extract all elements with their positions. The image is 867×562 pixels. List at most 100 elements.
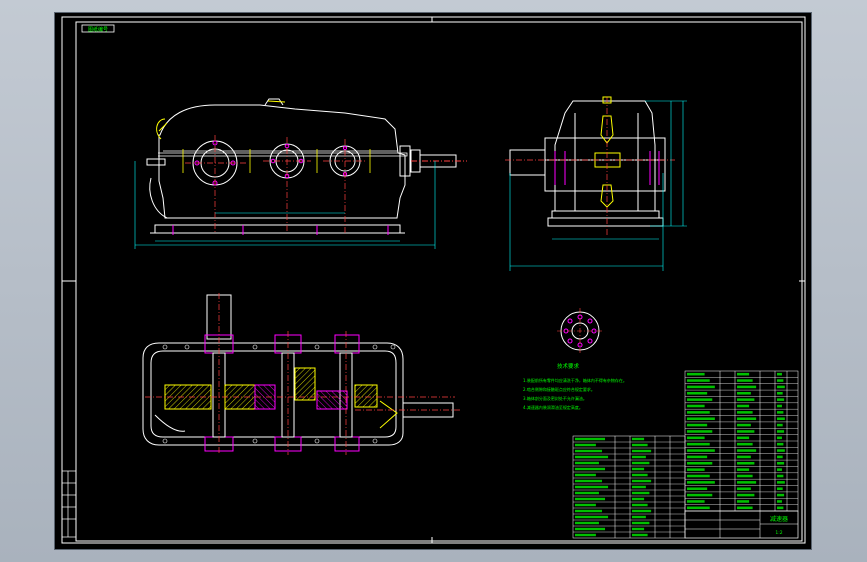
parts-list-cell-text-mark xyxy=(687,493,713,497)
parts-list-cell-text-mark xyxy=(737,442,753,446)
parts-list-cell-text-mark xyxy=(632,443,648,447)
parts-list-cell-text-mark xyxy=(632,467,645,471)
side-view xyxy=(505,96,687,271)
parts-list-cell-text-mark xyxy=(687,481,715,484)
parts-list-cell-text-mark xyxy=(687,398,713,401)
parts-list-cell-text-mark xyxy=(777,379,784,382)
parts-list-cell-text-mark xyxy=(687,411,710,414)
parts-list-cell-text-mark xyxy=(687,430,713,433)
parts-list-cell-text-mark xyxy=(687,436,705,440)
parts-list-cell-text-mark xyxy=(687,423,708,427)
parts-list-cell-text-mark xyxy=(575,449,602,453)
parts-list-cell-text-mark xyxy=(575,491,599,495)
parts-list-cell-text-mark xyxy=(737,436,750,440)
tech-requirement-item: 4.减速器内装润滑油至规定高度。 xyxy=(523,404,583,410)
parts-list-cell-text-mark xyxy=(687,455,708,459)
parts-list-cell-text-mark xyxy=(777,430,785,433)
parts-list-cell-text-mark xyxy=(687,417,715,420)
parts-list-cell-text-mark xyxy=(737,455,751,459)
parts-list-cell-text-mark xyxy=(737,423,751,427)
parts-list-cell-text-mark xyxy=(687,385,715,389)
title-block: 减速器 1:2 xyxy=(684,510,799,539)
parts-list-cell-text-mark xyxy=(632,437,645,441)
parts-list-cell-text-mark xyxy=(575,503,596,507)
parts-list-cell-text-mark xyxy=(687,449,715,452)
parts-list-cell-text-mark xyxy=(737,481,757,484)
parts-list-cell-text-mark xyxy=(632,497,645,501)
parts-list-cell-text-mark xyxy=(777,493,785,497)
parts-list-cell-text-mark xyxy=(687,404,705,408)
tech-requirement-item: 2.啮合侧隙和接触斑点应符合规定要求。 xyxy=(523,386,595,392)
parts-list-cell-text-mark xyxy=(777,449,785,452)
parts-list-cell-text-mark xyxy=(777,423,783,427)
parts-list-cell-text-mark xyxy=(777,404,782,408)
title-block-name: 减速器 xyxy=(770,515,788,523)
parts-list-cell-text-mark xyxy=(737,487,751,490)
parts-list-cell-text-mark xyxy=(687,500,705,503)
parts-list-cell-text-mark xyxy=(737,506,753,510)
parts-list-cell-text-mark xyxy=(632,461,650,465)
parts-list-cell-text-mark xyxy=(777,398,785,401)
parts-list-cell-text-mark xyxy=(687,474,710,478)
tech-requirements-heading: 技术要求 xyxy=(557,362,580,370)
cad-viewport[interactable]: 图纸编号 xyxy=(55,13,811,549)
tech-requirement-item: 1.装配前所有零件均应清洗干净，箱体内不得有杂物存在。 xyxy=(523,377,627,383)
parts-list-cell-text-mark xyxy=(737,372,750,376)
parts-list-cell-text-mark xyxy=(575,473,596,477)
parts-list-cell-text-mark xyxy=(777,372,782,376)
parts-list-cell-text-mark xyxy=(687,379,710,382)
parts-list-cell-text-mark xyxy=(777,442,784,446)
parts-list-cell-text-mark xyxy=(632,485,646,489)
parts-list-cell-text-mark xyxy=(575,437,606,441)
parts-list-cell-text-mark xyxy=(632,509,652,513)
parts-list-cell-text-mark xyxy=(687,468,705,471)
parts-list-cell-text-mark xyxy=(575,515,609,519)
parts-list-cell-text-mark xyxy=(632,503,648,507)
parts-list-cell-text-mark xyxy=(777,455,783,459)
parts-list-cell-text-mark xyxy=(777,411,784,414)
gearbox-assembly-drawing: 图纸编号 xyxy=(61,16,806,544)
parts-list-cell-text-mark xyxy=(687,487,708,490)
parts-list-cell-text-mark xyxy=(575,497,606,501)
parts-list-cell-text-mark xyxy=(737,411,753,414)
revision-strip xyxy=(61,470,77,538)
parts-list-cell-text-mark xyxy=(777,487,783,490)
parts-list-left-rows xyxy=(573,437,685,537)
sheet-outer-frame xyxy=(61,16,806,544)
parts-list-cell-text-mark xyxy=(777,392,783,395)
parts-list-cell-text-mark xyxy=(737,474,753,478)
parts-list-cell-text-mark xyxy=(777,385,785,389)
parts-list-cell-text-mark xyxy=(575,467,606,471)
parts-list-cell-text-mark xyxy=(632,521,650,525)
parts-list-cell-text-mark xyxy=(575,509,602,513)
parts-list-cell-text-mark xyxy=(737,430,755,433)
detail-flange xyxy=(557,308,603,354)
parts-list-cell-text-mark xyxy=(575,521,599,525)
parts-list-cell-text-mark xyxy=(777,468,782,471)
front-view xyxy=(134,98,467,249)
tech-requirements: 技术要求 1.装配前所有零件均应清洗干净，箱体内不得有杂物存在。 2.啮合侧隙和… xyxy=(523,362,627,410)
title-block-scale: 1:2 xyxy=(775,530,782,536)
parts-list-cell-text-mark xyxy=(737,500,750,503)
parts-list-cell-text-mark xyxy=(687,372,705,376)
parts-list-cell-text-mark xyxy=(575,461,599,465)
parts-list-cell-text-mark xyxy=(777,506,784,510)
sheet-code-text: 图纸编号 xyxy=(88,26,108,33)
parts-list-cell-text-mark xyxy=(575,527,606,531)
parts-list-cell-text-mark xyxy=(575,485,609,489)
parts-list-cell-text-mark xyxy=(737,398,755,401)
parts-list-cell-text-mark xyxy=(737,404,750,408)
parts-list-cell-text-mark xyxy=(687,392,708,395)
parts-list-cell-text-mark xyxy=(632,449,652,453)
tech-requirement-item: 3.箱体剖分面及密封处不允许漏油。 xyxy=(523,395,587,401)
parts-list-cell-text-mark xyxy=(687,462,713,465)
parts-list-cell-text-mark xyxy=(687,506,710,510)
parts-list-cell-text-mark xyxy=(575,443,596,447)
parts-list-cell-text-mark xyxy=(575,455,609,459)
parts-list-cell-text-mark xyxy=(575,533,596,537)
parts-list-cell-text-mark xyxy=(632,479,652,483)
parts-list-cell-text-mark xyxy=(737,392,751,395)
parts-list-cell-text-mark xyxy=(632,533,648,537)
parts-list-cell-text-mark xyxy=(777,481,785,484)
parts-list-cell-text-mark xyxy=(687,442,710,446)
